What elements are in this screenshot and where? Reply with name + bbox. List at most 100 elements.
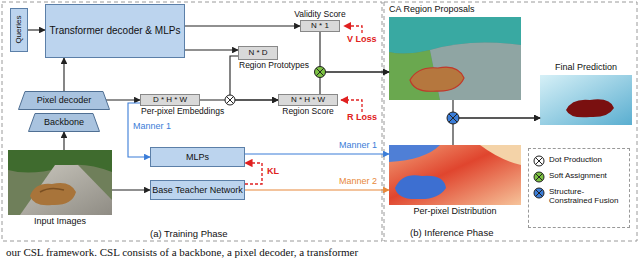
node-text: Queries [14, 16, 23, 44]
operator-circle [534, 172, 544, 182]
connector [28, 29, 45, 30]
connector [185, 49, 238, 50]
node-heading: Per-pixel Distribution [413, 207, 496, 217]
trapezoid-shape [29, 114, 100, 132]
node-text: D * H * W [153, 95, 187, 104]
figure-caption: our CSL framework. CSL consists of a bac… [6, 246, 358, 258]
query-box: Queries [10, 8, 28, 52]
edge-label: KL [266, 167, 280, 177]
connector [63, 58, 64, 91]
edge-label: Manner 1 [132, 122, 172, 132]
legend-text: Dot Production [549, 155, 602, 164]
operator-circle [534, 156, 544, 166]
image-panel: CA Region Proposals [389, 17, 521, 100]
decoder-box: Transformer decoder & MLPs [45, 4, 185, 58]
legend-text: Structure-Constrained Fusion [549, 187, 625, 205]
loss-label: V Loss [347, 35, 377, 45]
heatmap-warm [480, 145, 521, 165]
embedding-box: D * H * WPer-pixel Embeddings [140, 94, 200, 106]
node-text: MLPs [186, 152, 209, 162]
loss-leader [341, 100, 362, 112]
distribution-heatmap [389, 145, 521, 205]
operator-cross [227, 97, 234, 104]
operator-circle [315, 67, 326, 78]
proposal-object [410, 67, 464, 91]
node-text: N * D [248, 48, 267, 57]
dot-product-symbol [225, 95, 235, 105]
photo-ground [8, 150, 112, 215]
input-photo [8, 150, 112, 215]
heatmap-ground [389, 145, 521, 205]
connector [320, 72, 389, 94]
proposal-ground [389, 17, 521, 100]
connector [453, 100, 540, 118]
legend-row: Dot Production [533, 155, 625, 167]
connector [245, 189, 389, 190]
node-text: N * 1 [311, 21, 329, 30]
legend-box: Dot ProductionSoft AssignmentStructure-C… [528, 148, 630, 228]
training-panel [2, 2, 382, 241]
legend-row: Soft Assignment [533, 171, 625, 183]
operator-cross [449, 114, 457, 122]
node-heading: CA Region Proposals [389, 5, 475, 15]
node-text: Pixel decoder [37, 95, 92, 105]
operator-cross [536, 174, 543, 181]
operator-circle [534, 188, 544, 198]
fusion-symbol [447, 112, 459, 124]
node-text: Transformer decoder & MLPs [50, 25, 181, 37]
loss-label: R Loss [347, 113, 377, 123]
node-heading: Final Prediction [555, 63, 617, 73]
prediction-ground [540, 75, 632, 125]
node-text: Backbone [44, 117, 84, 127]
photo-road [20, 165, 112, 215]
loss-leader [344, 26, 362, 33]
photo-object-detail [40, 188, 64, 192]
edge-label: Manner 2 [338, 177, 378, 187]
connector [453, 118, 540, 145]
connector [245, 153, 389, 154]
connector [320, 32, 389, 72]
legend-symbol [533, 187, 545, 199]
decoder-trapezoid: Pixel decoder [18, 91, 110, 110]
edge-label: Manner 1 [338, 141, 378, 151]
soft-assignment-symbol [315, 67, 326, 78]
node-heading: Per-pixel Embeddings [141, 107, 224, 116]
node-text: Base Teacher Network [152, 185, 242, 195]
legend-text: Soft Assignment [549, 171, 607, 180]
legend-symbol [533, 155, 545, 167]
inference-panel [384, 2, 637, 241]
mlp-box: MLPs [150, 147, 245, 167]
score-box: N * H * WRegion Score [278, 94, 338, 106]
node-heading: Input Images [34, 217, 86, 227]
trapezoid-shape [19, 92, 110, 110]
score-box: Validity ScoreN * 1 [300, 20, 340, 32]
teacher-box: Base Teacher Network [150, 180, 245, 200]
image-panel: Final Prediction [540, 75, 632, 125]
final-prediction-image [540, 75, 632, 125]
node-heading: Region Score [282, 107, 334, 116]
connector [185, 25, 300, 26]
operator-circle [447, 112, 459, 124]
node-heading: Region Prototypes [239, 61, 309, 70]
heatmap-object [395, 175, 446, 199]
connector [112, 189, 150, 190]
node-text: N * H * W [291, 95, 325, 104]
operator-cross [536, 158, 543, 165]
image-panel: Input Images [8, 150, 112, 215]
operator-cross [536, 190, 543, 197]
phase-label: (a) Training Phase [150, 229, 228, 239]
legend-symbol [533, 171, 545, 183]
connector [63, 132, 64, 150]
connector [245, 163, 262, 184]
region-proposal-image [389, 17, 521, 100]
image-panel: Per-pixel Distribution [389, 145, 521, 205]
phase-label: (b) Inference Phase [410, 228, 493, 238]
legend-row: Structure-Constrained Fusion [533, 187, 625, 205]
backbone-trapezoid: Backbone [28, 113, 100, 132]
connector [106, 99, 140, 100]
prediction-object [566, 99, 614, 117]
prototype-box: N * DRegion Prototypes [238, 46, 278, 60]
photo-object [30, 183, 76, 205]
operator-cross [316, 68, 324, 76]
operator-circle [225, 95, 235, 105]
